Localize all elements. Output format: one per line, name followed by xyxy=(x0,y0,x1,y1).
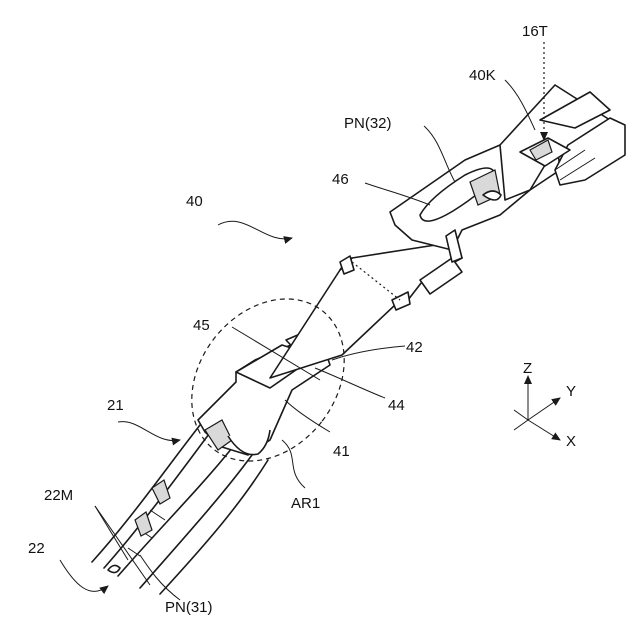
label-ar1: AR1 xyxy=(291,495,320,512)
label-21: 21 xyxy=(107,397,124,414)
axis-label-y: Y xyxy=(566,383,576,400)
label-22m: 22M xyxy=(44,487,73,504)
label-40k: 40K xyxy=(469,67,496,84)
leader-lines xyxy=(60,42,544,600)
axis-triad xyxy=(514,376,560,440)
label-46: 46 xyxy=(332,171,349,188)
axis-y-arrow xyxy=(528,398,560,420)
label-42: 42 xyxy=(406,339,423,356)
rear-end-40K xyxy=(500,85,625,200)
axis-back-2 xyxy=(514,420,528,430)
axis-back-1 xyxy=(514,410,528,420)
middle-body xyxy=(270,242,462,378)
label-22: 22 xyxy=(28,540,45,557)
label-40: 40 xyxy=(186,193,203,210)
label-44: 44 xyxy=(388,397,405,414)
axis-label-x: X xyxy=(566,433,576,450)
label-pn31: PN(31) xyxy=(165,599,213,616)
axis-label-z: Z xyxy=(523,360,532,377)
label-45: 45 xyxy=(193,317,210,334)
label-16t: 16T xyxy=(522,23,548,40)
label-41: 41 xyxy=(333,443,350,460)
label-pn32: PN(32) xyxy=(344,115,392,132)
axis-x-arrow xyxy=(528,420,560,440)
